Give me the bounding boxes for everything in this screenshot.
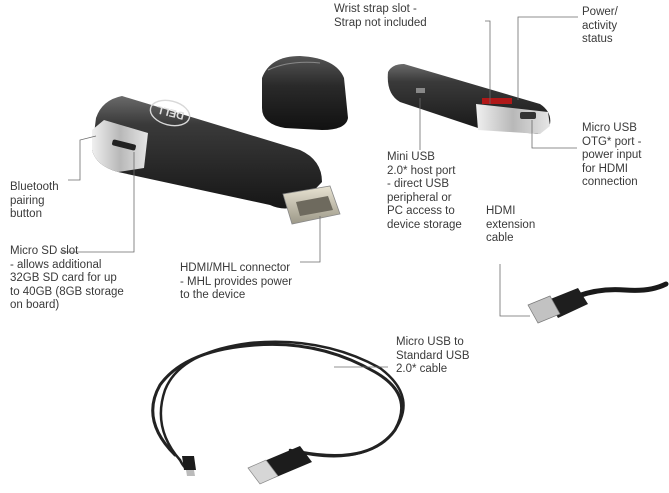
label-wrist-strap: Wrist strap slot - Strap not included: [334, 3, 427, 29]
label-micro-sd: Micro SD slot - allows additional 32GB S…: [10, 245, 124, 311]
label-micro-usb-otg: Micro USB OTG* port - power input for HD…: [582, 122, 642, 188]
leader-power-status: [517, 16, 578, 100]
usb-plug: [182, 446, 312, 485]
leader-hdmi-extension: [499, 264, 530, 317]
label-usb-cable: Micro USB to Standard USB 2.0* cable: [396, 336, 470, 375]
label-mini-usb: Mini USB 2.0* host port - direct USB per…: [387, 151, 462, 231]
usb-cable: [151, 340, 405, 470]
leader-bluetooth: [68, 135, 97, 181]
leader-microsd: [60, 152, 135, 253]
label-bluetooth: Bluetooth pairing button: [10, 181, 59, 220]
compute-stick-side: [387, 64, 551, 134]
leader-hdmi-mhl: [300, 216, 321, 263]
leader-micro-usb-otg: [531, 120, 577, 149]
label-power-status: Power/ activity status: [582, 6, 618, 45]
label-hdmi-extension: HDMI extension cable: [486, 205, 536, 244]
leader-wrist-strap: [485, 20, 491, 104]
label-hdmi-mhl: HDMI/MHL connector - MHL provides power …: [180, 262, 293, 301]
hdmi-extension-cable: [527, 281, 669, 324]
device-cap: [262, 56, 348, 130]
leader-lines: [60, 16, 578, 368]
